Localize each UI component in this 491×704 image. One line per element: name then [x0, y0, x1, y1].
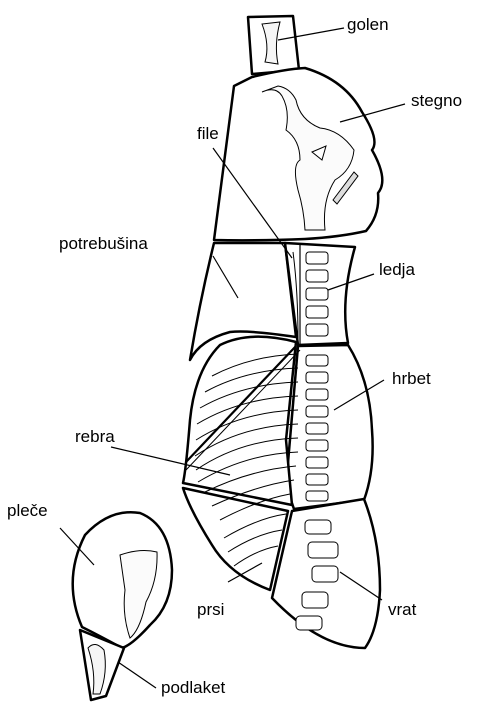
cut-stegno	[214, 68, 382, 240]
label-hrbet: hrbet	[392, 370, 431, 387]
label-golen: golen	[347, 16, 389, 33]
label-file: file	[197, 125, 219, 142]
label-podlaket: podlaket	[161, 679, 225, 696]
label-rebra: rebra	[75, 428, 115, 445]
label-vrat: vrat	[388, 601, 416, 618]
cut-plece	[73, 512, 172, 648]
label-stegno: stegno	[411, 92, 462, 109]
label-prsi: prsi	[197, 601, 224, 618]
cut-hrbet	[286, 345, 373, 509]
cut-rebra	[183, 337, 296, 505]
label-plece: pleče	[7, 502, 48, 519]
label-potrebusina: potrebušina	[59, 235, 148, 252]
cut-prsi	[183, 488, 288, 590]
label-ledja: ledja	[379, 261, 415, 278]
